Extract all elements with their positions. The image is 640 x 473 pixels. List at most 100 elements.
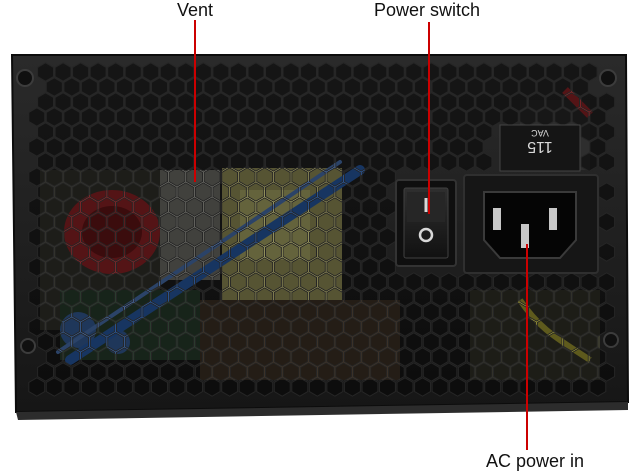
vent-hole [107,62,125,82]
vent-hole [431,377,449,397]
vent-hole [98,377,116,397]
vent-hole [124,152,142,172]
vent-hole [571,287,589,307]
vent-hole [440,332,458,352]
vent-hole [493,332,510,352]
vent-hole [37,182,54,202]
vent-hole [98,227,116,247]
vent-hole [54,122,72,142]
vent-hole [63,107,81,127]
vent-hole [229,242,247,262]
vent-hole [326,167,344,187]
screw-bottom-left-icon [20,338,36,354]
vent-hole [28,317,46,337]
vent-hole [54,332,72,352]
vent-hole [484,377,502,397]
vent-hole [124,122,142,142]
vent-hole [194,212,212,232]
vent-hole [370,272,388,292]
vent-hole [229,332,247,352]
vent-hole [422,362,440,382]
vent-hole [545,362,563,382]
vent-hole [545,62,563,82]
vent-hole [282,152,300,172]
vent-hole [519,77,537,97]
vent-hole [63,167,81,187]
vent-hole [221,287,239,307]
vent-hole [519,107,537,127]
vent-hole [493,62,510,82]
vent-hole [98,107,116,127]
vent-hole [598,242,616,262]
mounting-screws [16,69,619,354]
vent-hole [203,167,221,187]
vent-hole [361,287,379,307]
vent-hole [63,287,81,307]
vent-hole [273,377,291,397]
vent-hole [589,377,607,397]
vent-hole [212,62,230,82]
vent-hole [449,347,467,367]
vent-hole [484,317,502,337]
vent-hole [28,197,46,217]
vent-hole [580,362,598,382]
vent-hole [168,347,186,367]
vent-hole [186,257,203,277]
vent-hole [203,377,221,397]
vent-hole [151,197,168,217]
vent-hole [72,152,90,172]
vent-hole [142,92,160,112]
vent-hole [45,77,63,97]
vent-hole [72,62,90,82]
vent-hole [352,362,370,382]
vent-hole [554,317,572,337]
vent-hole [186,197,203,217]
vent-hole [54,152,72,172]
vent-hole [107,212,125,232]
ac-power-inlet[interactable] [463,174,599,274]
vent-hole [326,287,344,307]
vent-hole [484,287,502,307]
vent-hole [291,137,309,157]
vent-hole [308,287,326,307]
inlet-pin-left [493,208,501,230]
vent-hole [317,92,335,112]
vent-hole [405,272,423,292]
vent-hole [80,137,98,157]
vent-hole [387,92,405,112]
power-switch[interactable] [395,179,457,267]
vent-hole [528,302,545,322]
vent-hole [159,332,177,352]
vent-hole [466,317,484,337]
vent-hole [273,197,291,217]
vent-hole [361,107,379,127]
vent-hole [37,272,54,292]
vent-hole [405,152,423,172]
vent-hole [80,347,98,367]
vent-hole [361,77,379,97]
vent-hole [282,182,300,202]
vent-hole [422,122,440,142]
vent-hole [475,152,493,172]
vent-hole [589,287,607,307]
vent-hole [28,377,46,397]
vent-hole [168,107,186,127]
vent-hole [72,212,90,232]
vent-hole [37,362,54,382]
vent-hole [282,272,300,292]
vent-hole [116,167,133,187]
vent-hole [89,92,107,112]
vent-hole [457,122,475,142]
vent-hole [361,317,379,337]
vent-hole [536,77,554,97]
vent-hole [475,92,493,112]
vent-hole [343,107,361,127]
vent-hole [186,347,203,367]
vent-hole [528,92,545,112]
vent-hole [177,242,195,262]
vent-hole [63,197,81,217]
vent-hole [308,227,326,247]
vent-hole [308,317,326,337]
vent-hole [265,182,282,202]
vent-hole [273,107,291,127]
